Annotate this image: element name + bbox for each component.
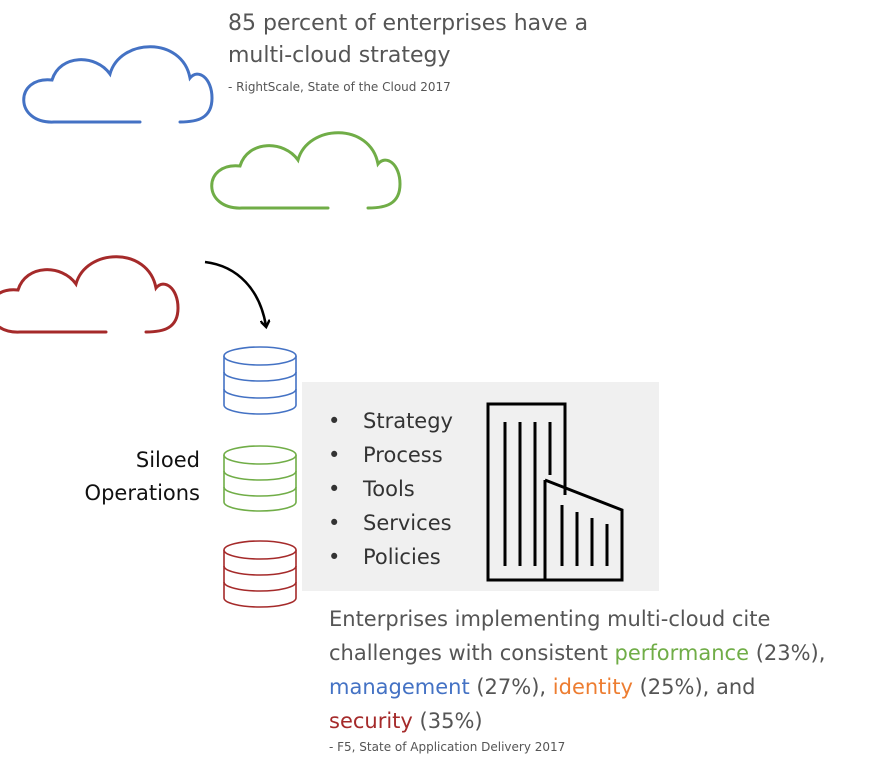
challenge-text: challenges with consistent [329, 641, 615, 665]
bullet-item: Process [328, 438, 453, 472]
cloud-icon-green [210, 131, 402, 210]
siloed-label-line-1: Siloed [135, 448, 200, 472]
bullet-item: Policies [328, 540, 453, 574]
bullet-item: Services [328, 506, 453, 540]
challenge-line-3: management (27%), identity (25%), and [329, 670, 825, 704]
bullet-item: Tools [328, 472, 453, 506]
database-icon-blue [223, 346, 297, 415]
management-term: management [329, 675, 470, 699]
headline-line-2: multi-cloud strategy [228, 43, 451, 68]
siloed-label-line-2: Operations [84, 481, 200, 505]
challenge-line-2: challenges with consistent performance (… [329, 636, 825, 670]
headline: 85 percent of enterprises have a multi-c… [228, 8, 588, 72]
performance-percent: (23%), [749, 641, 826, 665]
bullet-item: Strategy [328, 404, 453, 438]
headline-line-1: 85 percent of enterprises have a [228, 11, 589, 36]
database-icon-red [223, 540, 297, 608]
cloud-icon-red [0, 255, 180, 334]
performance-term: performance [614, 641, 750, 665]
cloud-icon-blue [22, 45, 214, 124]
challenge-statement: Enterprises implementing multi-cloud cit… [329, 602, 825, 738]
security-term: security [329, 709, 413, 733]
database-icon-green [223, 445, 297, 512]
management-percent: (27%), [469, 675, 553, 699]
identity-percent: (25%), and [632, 675, 756, 699]
challenge-source: - F5, State of Application Delivery 2017 [329, 740, 566, 754]
headline-source: - RightScale, State of the Cloud 2017 [228, 80, 451, 94]
operations-bullet-list: Strategy Process Tools Services Policies [328, 404, 453, 574]
security-percent: (35%) [412, 709, 483, 733]
siloed-operations-label: Siloed Operations [40, 444, 200, 510]
identity-term: identity [552, 675, 633, 699]
challenge-line-4: security (35%) [329, 704, 825, 738]
curved-arrow-icon [204, 260, 266, 326]
building-icon [486, 402, 624, 582]
challenge-line-1: Enterprises implementing multi-cloud cit… [329, 607, 771, 631]
